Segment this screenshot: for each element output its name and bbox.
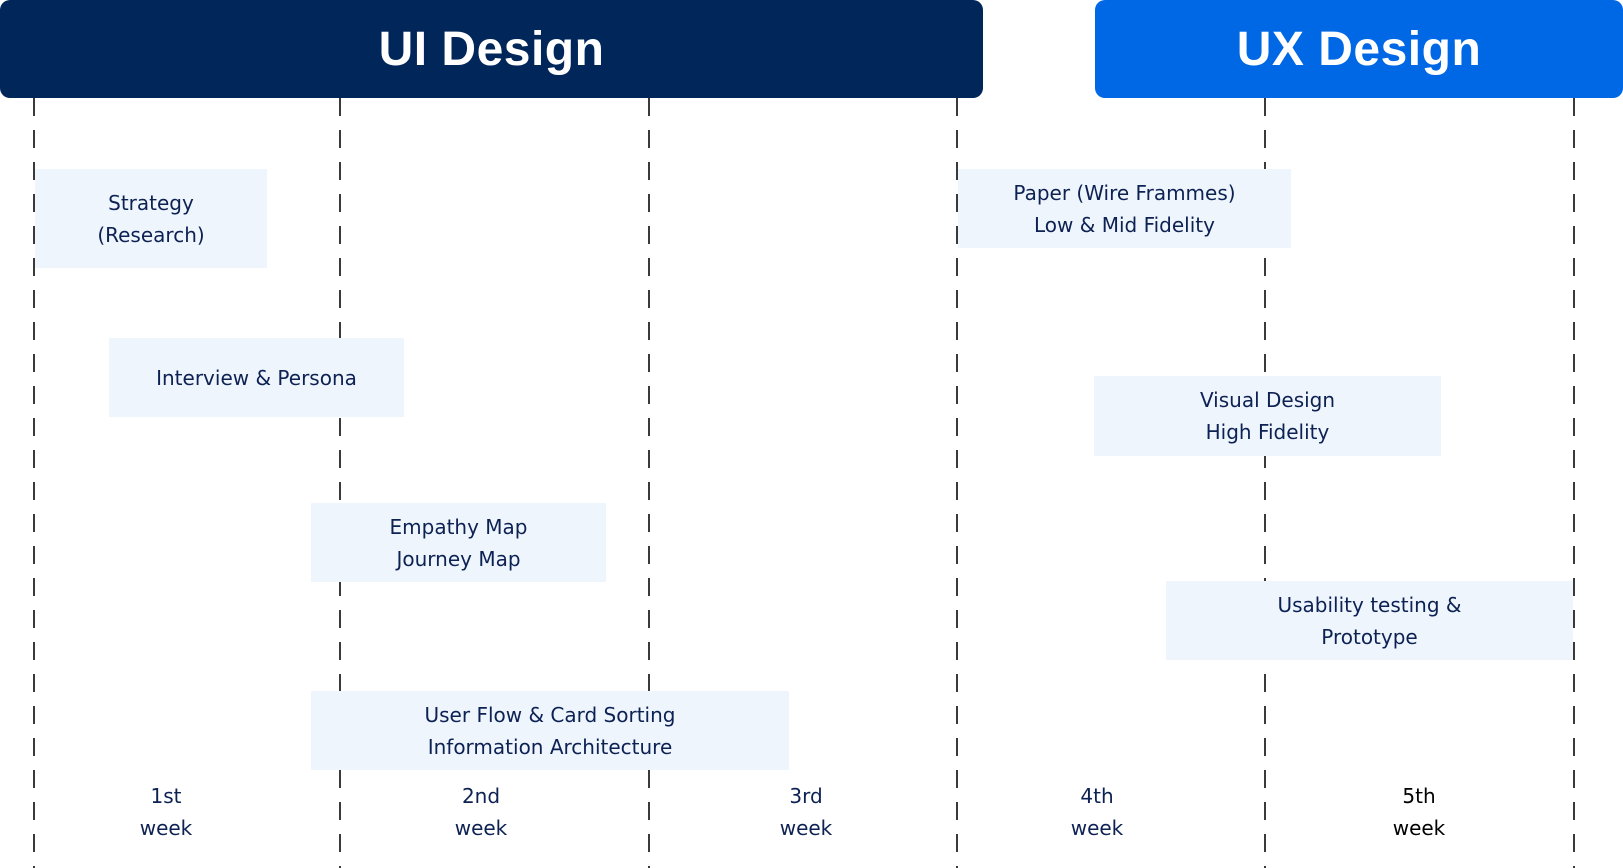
grid-line	[648, 98, 650, 868]
task-empathy-line1: Empathy Map	[389, 514, 528, 539]
task-empathy: Empathy Map Journey Map	[311, 503, 606, 582]
task-visual-line1: Visual Design	[1199, 388, 1336, 412]
task-visual-line2: High Fidelity	[1205, 420, 1330, 444]
week-5-unit: week	[1392, 816, 1446, 840]
ux-design-header: UX Design	[1095, 0, 1623, 98]
task-visual: Visual Design High Fidelity	[1094, 376, 1441, 456]
ui-design-title: UI Design	[378, 22, 605, 76]
task-userflow-line1: User Flow & Card Sorting	[424, 702, 676, 727]
task-userflow-line2: Information Architecture	[427, 734, 673, 759]
week-label-3: 3rd week	[746, 780, 866, 844]
grid-line	[1573, 98, 1575, 868]
week-label-2: 2nd week	[421, 780, 541, 844]
task-strategy-line1: Strategy	[108, 190, 194, 215]
week-2-number: 2nd	[461, 784, 501, 808]
grid-line	[956, 98, 958, 868]
task-usability-line1: Usability testing &	[1277, 592, 1462, 617]
week-3-unit: week	[779, 816, 833, 840]
ux-design-title: UX Design	[1236, 22, 1482, 76]
task-interview: Interview & Persona	[109, 338, 404, 417]
grid-line	[1264, 98, 1266, 868]
task-strategy: Strategy (Research)	[35, 169, 267, 268]
week-4-unit: week	[1070, 816, 1124, 840]
week-2-unit: week	[454, 816, 508, 840]
task-interview-line1: Interview & Persona	[156, 365, 357, 390]
task-paper-line1: Paper (Wire Frammes)	[1013, 180, 1236, 205]
task-paper-line2: Low & Mid Fidelity	[1034, 212, 1215, 237]
week-1-unit: week	[139, 816, 193, 840]
week-label-5: 5th week	[1359, 780, 1479, 844]
week-label-4: 4th week	[1037, 780, 1157, 844]
grid-line	[339, 98, 341, 868]
grid-line	[33, 98, 35, 868]
week-5-number: 5th	[1402, 784, 1436, 808]
week-1-number: 1st	[150, 784, 182, 808]
week-label-1: 1st week	[106, 780, 226, 844]
task-userflow: User Flow & Card Sorting Information Arc…	[311, 691, 789, 770]
week-4-number: 4th	[1080, 784, 1114, 808]
week-3-number: 3rd	[789, 784, 823, 808]
task-usability: Usability testing & Prototype	[1166, 581, 1573, 660]
ui-design-header: UI Design	[0, 0, 983, 98]
task-empathy-line2: Journey Map	[396, 546, 521, 571]
task-usability-line2: Prototype	[1321, 624, 1418, 649]
task-paper: Paper (Wire Frammes) Low & Mid Fidelity	[958, 169, 1291, 248]
task-strategy-line2: (Research)	[97, 222, 205, 247]
